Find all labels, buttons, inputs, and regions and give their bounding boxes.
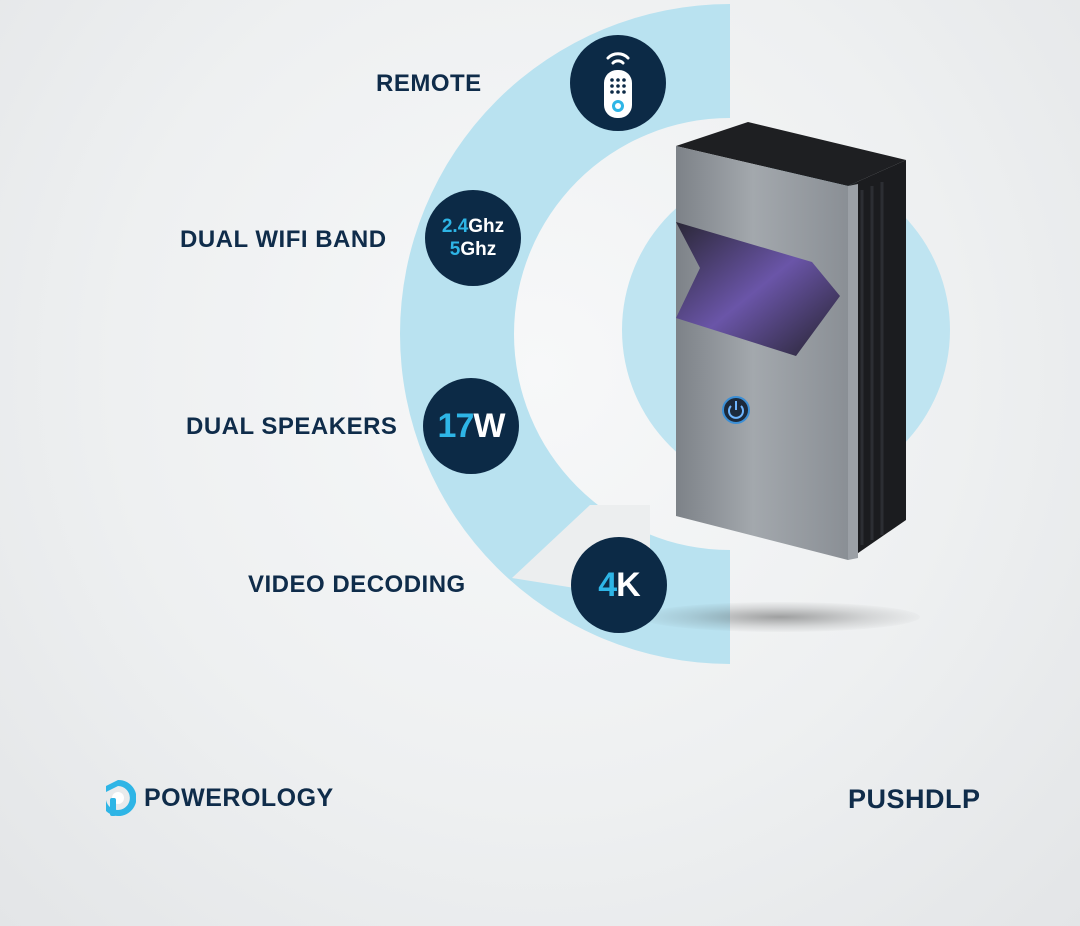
- remote-icon: [604, 52, 632, 118]
- wifi-band-5: 5Ghz: [442, 238, 504, 261]
- model-name: PUSHDLP: [848, 784, 981, 814]
- feature-label-remote: REMOTE: [376, 70, 482, 97]
- brand: POWEROLOGY: [100, 778, 334, 818]
- brand-name: POWEROLOGY: [144, 783, 334, 812]
- speaker-power-unit: W: [473, 406, 505, 445]
- wifi-band-24-value: 2.4: [441, 216, 469, 237]
- wifi-badge: 2.4Ghz 5Ghz: [425, 190, 521, 286]
- wifi-band-24: 2.4Ghz: [442, 215, 504, 238]
- remote-badge: [570, 35, 666, 131]
- speaker-power-value: 17: [437, 406, 475, 445]
- wifi-band-5-unit: Ghz: [460, 239, 497, 260]
- wifi-band-24-unit: Ghz: [468, 216, 505, 237]
- resolution-unit: K: [616, 565, 641, 604]
- resolution-value: 4: [598, 565, 617, 604]
- wifi-band-5-value: 5: [449, 239, 461, 260]
- feature-label-video-decoding: VIDEO DECODING: [248, 571, 466, 598]
- powerology-logo-icon: [106, 779, 136, 816]
- feature-label-dual-speakers: DUAL SPEAKERS: [186, 413, 398, 440]
- feature-label-dual-wifi-band: DUAL WIFI BAND: [180, 226, 387, 253]
- product-shadow: [640, 602, 920, 632]
